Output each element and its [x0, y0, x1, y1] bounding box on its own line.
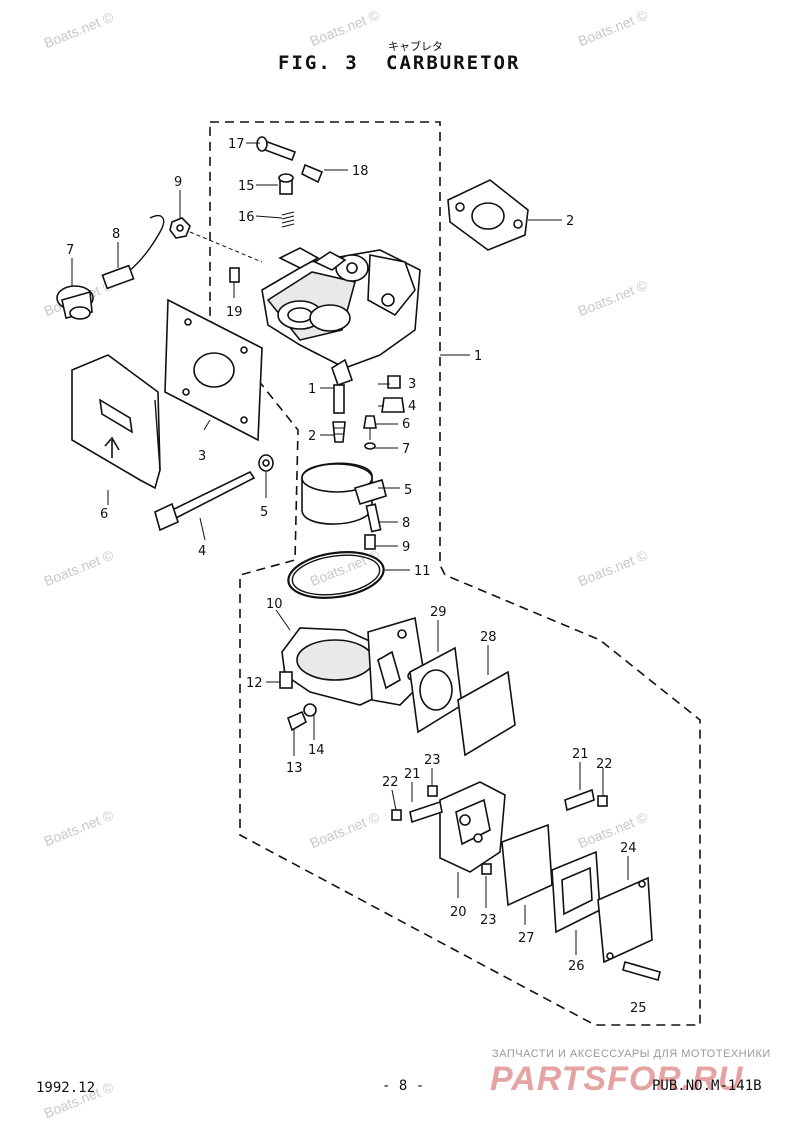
brand-watermark: PARTSFOR.RU	[490, 1060, 744, 1098]
part-label: 16	[238, 210, 255, 225]
washer-5-drawing	[258, 454, 274, 472]
needle-18-drawing	[301, 163, 324, 184]
screw-15-drawing	[278, 173, 294, 195]
screw-12-drawing	[279, 671, 293, 689]
part-label: 19	[226, 305, 243, 320]
nut-9-top-drawing	[169, 217, 191, 239]
needle-6-drawing	[363, 415, 377, 440]
cover-6-drawing	[71, 354, 161, 490]
title-kana: キャブレタ	[388, 40, 443, 53]
spring-16-drawing	[281, 211, 295, 228]
cap-4-drawing	[381, 397, 405, 413]
valve-21-left-drawing	[409, 800, 443, 824]
part-label: 8	[402, 516, 410, 531]
screw-23-top-drawing	[427, 785, 438, 797]
part-label: 23	[424, 753, 441, 768]
washer-14-drawing	[303, 703, 317, 717]
screw-22-left-drawing	[391, 809, 402, 821]
page-number: - 8 -	[382, 1078, 425, 1094]
assembly-boundary	[209, 121, 701, 1026]
screw-25-drawing	[622, 961, 661, 981]
part-label: 27	[518, 931, 535, 946]
screw-9-lower-drawing	[364, 534, 376, 550]
float-5-drawing	[301, 462, 387, 525]
part-label: 8	[112, 227, 120, 242]
part-label: 22	[596, 757, 613, 772]
screw-17-drawing	[256, 136, 297, 162]
jet-1-drawing	[333, 384, 345, 414]
pump-body-20-drawing	[439, 781, 506, 873]
pin-8-drawing	[365, 503, 382, 533]
page-title: CARBURETOR	[386, 52, 521, 74]
publication-number: PUB.NO.M-141B	[652, 1078, 762, 1094]
part-label: 10	[266, 597, 283, 612]
valve-21-right-drawing	[564, 788, 595, 812]
part-label: 4	[408, 399, 416, 414]
knob-7-drawing	[56, 285, 94, 320]
part-label: 15	[238, 179, 255, 194]
part-label: 18	[352, 164, 369, 179]
leader-lines	[71, 142, 629, 955]
part-label: 4	[198, 544, 206, 559]
diaphragm-27-drawing	[501, 823, 553, 907]
part-label: 29	[430, 605, 447, 620]
part-label: 5	[404, 483, 412, 498]
part-label: 7	[66, 243, 74, 258]
part-label: 21	[572, 747, 589, 762]
part-label: 6	[100, 507, 108, 522]
drain-screw-13-drawing	[287, 710, 308, 732]
part-label: 3	[408, 377, 416, 392]
part-label: 13	[286, 761, 303, 776]
wire-8-drawing	[127, 214, 165, 273]
jet-2-drawing	[332, 421, 346, 443]
screw-8-drawing	[101, 264, 135, 290]
print-date: 1992.12	[36, 1080, 96, 1096]
clip-7-drawing	[364, 442, 376, 450]
part-label: 17	[228, 137, 245, 152]
part-label: 6	[402, 417, 410, 432]
part-label: 20	[450, 905, 467, 920]
plate-3-drawing	[164, 298, 263, 442]
screw-19-drawing	[229, 267, 240, 283]
part-number-labels: 17 18 15 16 9 8 7 19 2 1 3 4 3 6 1 2 6 7…	[66, 137, 647, 1016]
part-label: 11	[414, 564, 431, 579]
gasket-29-drawing	[409, 646, 463, 734]
part-label: 22	[382, 775, 399, 790]
plate-28-drawing	[457, 670, 516, 757]
part-label: 26	[568, 959, 585, 974]
part-label: 28	[480, 630, 497, 645]
part-label: 9	[174, 175, 182, 190]
part-label: 7	[402, 442, 410, 457]
part-label: 3	[198, 449, 206, 464]
part-label: 5	[260, 505, 268, 520]
part-label: 25	[630, 1001, 647, 1016]
carburetor-body-drawing	[261, 247, 421, 387]
part-label: 1	[308, 382, 316, 397]
part-label: 2	[308, 429, 316, 444]
part-label: 21	[404, 767, 421, 782]
screw-22-right-drawing	[597, 795, 608, 807]
bolt-4-drawing	[154, 470, 256, 532]
float-chamber-10-drawing	[281, 616, 426, 706]
gasket-26-drawing	[551, 850, 601, 934]
cover-24-drawing	[597, 876, 653, 964]
plug-3-drawing	[387, 375, 401, 389]
part-label: 12	[246, 676, 263, 691]
part-label: 14	[308, 743, 325, 758]
figure-label: FIG. 3	[278, 52, 359, 74]
screw-23-bottom-drawing	[481, 863, 492, 875]
part-label: 23	[480, 913, 497, 928]
part-label: 2	[566, 214, 574, 229]
part-label: 1	[474, 349, 482, 364]
o-ring-11-drawing	[287, 551, 385, 599]
part-label: 9	[402, 540, 410, 555]
brand-caption: ЗАПЧАСТИ И АКСЕССУАРЫ ДЛЯ МОТОТЕХНИКИ	[492, 1048, 771, 1060]
part-label: 24	[620, 841, 637, 856]
